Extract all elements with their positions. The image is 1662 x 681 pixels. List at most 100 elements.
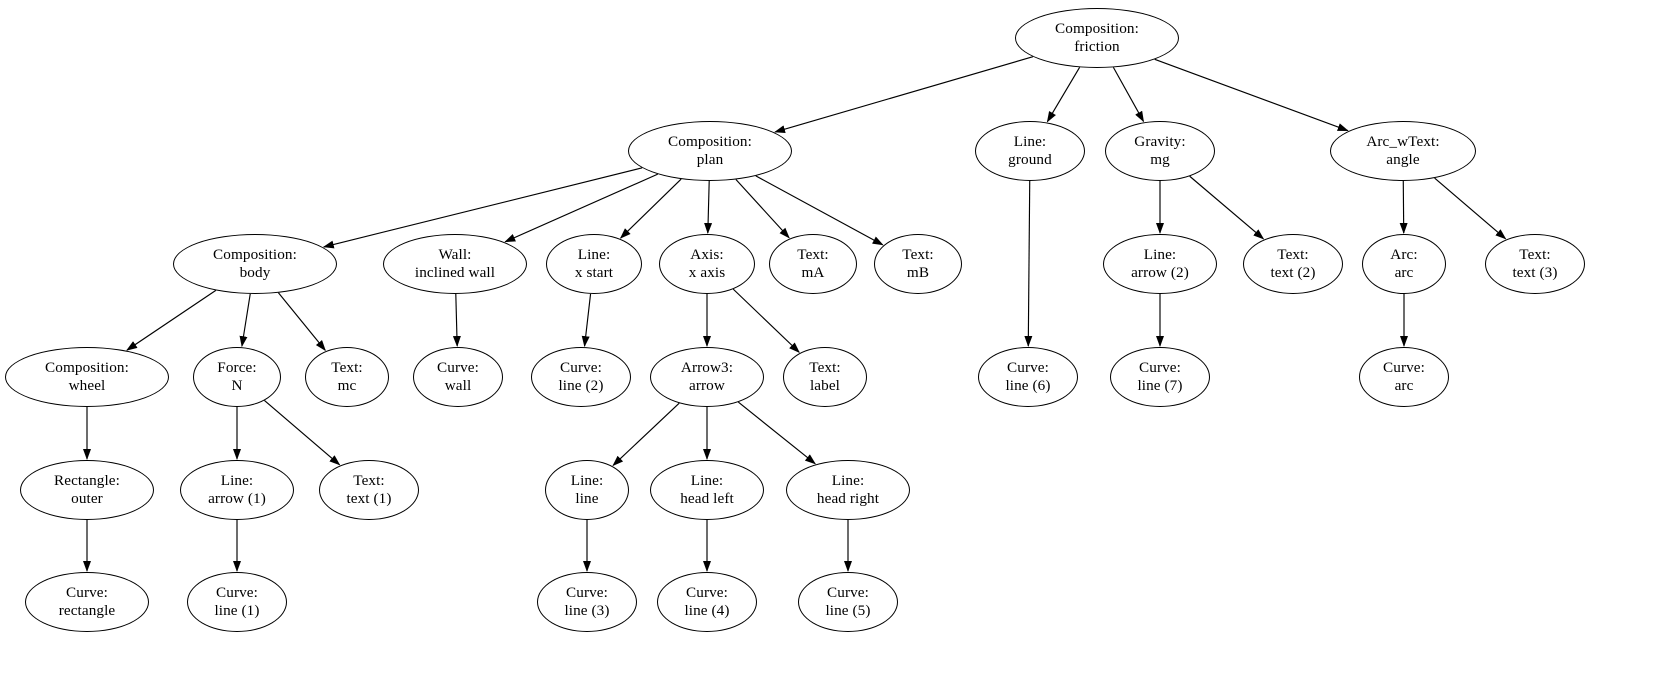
node-label-line1: Text: (353, 472, 385, 490)
graph-node-curvearc[interactable]: Curve:arc (1359, 347, 1449, 407)
node-label-line1: Line: (831, 472, 865, 490)
node-label-line2: line (5) (825, 602, 871, 619)
node-label-line1: Curve: (1139, 359, 1181, 377)
graph-node-mB[interactable]: Text:mB (874, 234, 962, 294)
node-label: Gravity:mg (1134, 133, 1185, 168)
node-label-line2: line (1) (214, 602, 260, 619)
node-label-line1: Composition: (1055, 20, 1139, 38)
node-ellipse-outline (798, 572, 898, 632)
node-label-line2: arrow (1) (208, 490, 266, 507)
node-label-line1: Axis: (690, 246, 724, 264)
graph-node-wheel[interactable]: Composition:wheel (5, 347, 169, 407)
node-label: Curve:line (1) (214, 584, 259, 619)
node-label-line2: outer (71, 490, 103, 507)
node-ellipse-outline (5, 347, 169, 407)
node-label: Axis:x axis (689, 246, 725, 281)
node-label-line1: Curve: (1007, 359, 1049, 377)
graph-node-line2[interactable]: Curve:line (2) (531, 347, 631, 407)
node-label-line2: label (809, 377, 840, 394)
node-label-line1: Curve: (566, 584, 608, 602)
graph-node-line7[interactable]: Curve:line (7) (1110, 347, 1210, 407)
node-label: Curve:line (4) (684, 584, 729, 619)
node-label: Composition:body (213, 246, 297, 281)
graph-node-friction[interactable]: Composition:friction (1015, 8, 1179, 68)
node-label-line2: text (3) (1512, 264, 1558, 281)
node-label-line1: Force: (217, 359, 257, 377)
node-label-line1: Text: (1519, 246, 1551, 264)
node-label-line1: Text: (902, 246, 934, 264)
node-label: Composition:friction (1055, 20, 1139, 55)
node-label-line1: Line: (577, 246, 611, 264)
node-ellipse-outline (769, 234, 857, 294)
graph-node-line6[interactable]: Curve:line (6) (978, 347, 1078, 407)
graph-node-arrow2[interactable]: Line:arrow (2) (1103, 234, 1217, 294)
node-label-line1: Gravity: (1134, 133, 1186, 151)
node-label-line1: Composition: (668, 133, 752, 151)
node-ellipse-outline (531, 347, 631, 407)
graph-node-text3[interactable]: Text:text (3) (1485, 234, 1585, 294)
node-ellipse-outline (1243, 234, 1343, 294)
node-label: Text:text (2) (1270, 246, 1315, 281)
graph-node-mA[interactable]: Text:mA (769, 234, 857, 294)
node-label-line2: x start (574, 264, 614, 281)
node-label-line2: line (575, 490, 599, 507)
node-label: Arc:arc (1390, 246, 1417, 281)
node-label-line1: Curve: (827, 584, 869, 602)
graph-node-labeltext[interactable]: Text:label (783, 347, 867, 407)
graph-node-arrow3[interactable]: Arrow3:arrow (650, 347, 764, 407)
node-label: Curve:line (3) (564, 584, 609, 619)
node-label: Line:head right (817, 472, 879, 507)
graph-node-text2[interactable]: Text:text (2) (1243, 234, 1343, 294)
node-label-line2: line (2) (558, 377, 604, 394)
graph-node-mc[interactable]: Text:mc (305, 347, 389, 407)
node-label-line2: angle (1386, 151, 1420, 168)
graph-node-line5[interactable]: Curve:line (5) (798, 572, 898, 632)
node-label: Text:text (3) (1512, 246, 1557, 281)
graph-node-xaxis[interactable]: Axis:x axis (659, 234, 755, 294)
node-ellipse-outline (783, 347, 867, 407)
graph-node-line4[interactable]: Curve:line (4) (657, 572, 757, 632)
node-ellipse-outline (1105, 121, 1215, 181)
graph-node-xstart[interactable]: Line:x start (546, 234, 642, 294)
graph-node-lineline[interactable]: Line:line (545, 460, 629, 520)
node-ellipse-outline (1103, 234, 1217, 294)
node-label-line1: Arc_wText: (1366, 133, 1440, 151)
node-label: Arc_wText:angle (1366, 133, 1439, 168)
node-ellipse-outline (319, 460, 419, 520)
node-label-line1: Line: (220, 472, 254, 490)
node-label-line1: Line: (1013, 133, 1047, 151)
node-label: Curve:line (2) (558, 359, 603, 394)
graph-node-wall[interactable]: Curve:wall (413, 347, 503, 407)
graph-node-headleft[interactable]: Line:head left (650, 460, 764, 520)
node-ellipse-outline (975, 121, 1085, 181)
graph-node-plan[interactable]: Composition:plan (628, 121, 792, 181)
node-label-line2: mc (337, 377, 357, 394)
node-label-line1: Curve: (1383, 359, 1425, 377)
graph-node-headright[interactable]: Line:head right (786, 460, 910, 520)
node-label-line1: Text: (797, 246, 829, 264)
graph-node-gravity[interactable]: Gravity:mg (1105, 121, 1215, 181)
node-label-line1: Line: (570, 472, 604, 490)
graph-node-outer[interactable]: Rectangle:outer (20, 460, 154, 520)
node-label: Line:arrow (1) (208, 472, 266, 507)
graph-node-arrow1[interactable]: Line:arrow (1) (180, 460, 294, 520)
graph-node-line3[interactable]: Curve:line (3) (537, 572, 637, 632)
graph-node-arc[interactable]: Arc:arc (1362, 234, 1446, 294)
graph-node-inclined[interactable]: Wall:inclined wall (383, 234, 527, 294)
graph-node-rectangle[interactable]: Curve:rectangle (25, 572, 149, 632)
graph-node-body[interactable]: Composition:body (173, 234, 337, 294)
node-label-line2: head left (680, 490, 734, 507)
graph-node-arcwtext[interactable]: Arc_wText:angle (1330, 121, 1476, 181)
graph-node-forceN[interactable]: Force:N (193, 347, 281, 407)
graph-node-text1[interactable]: Text:text (1) (319, 460, 419, 520)
node-label-line1: Arc: (1390, 246, 1418, 264)
node-ellipse-outline (413, 347, 503, 407)
node-ellipse-outline (786, 460, 910, 520)
node-label: Curve:line (7) (1137, 359, 1182, 394)
graph-node-line1[interactable]: Curve:line (1) (187, 572, 287, 632)
node-ellipse-outline (650, 347, 764, 407)
node-label-line2: rectangle (58, 602, 116, 619)
graph-node-ground[interactable]: Line:ground (975, 121, 1085, 181)
node-ellipse-outline (545, 460, 629, 520)
